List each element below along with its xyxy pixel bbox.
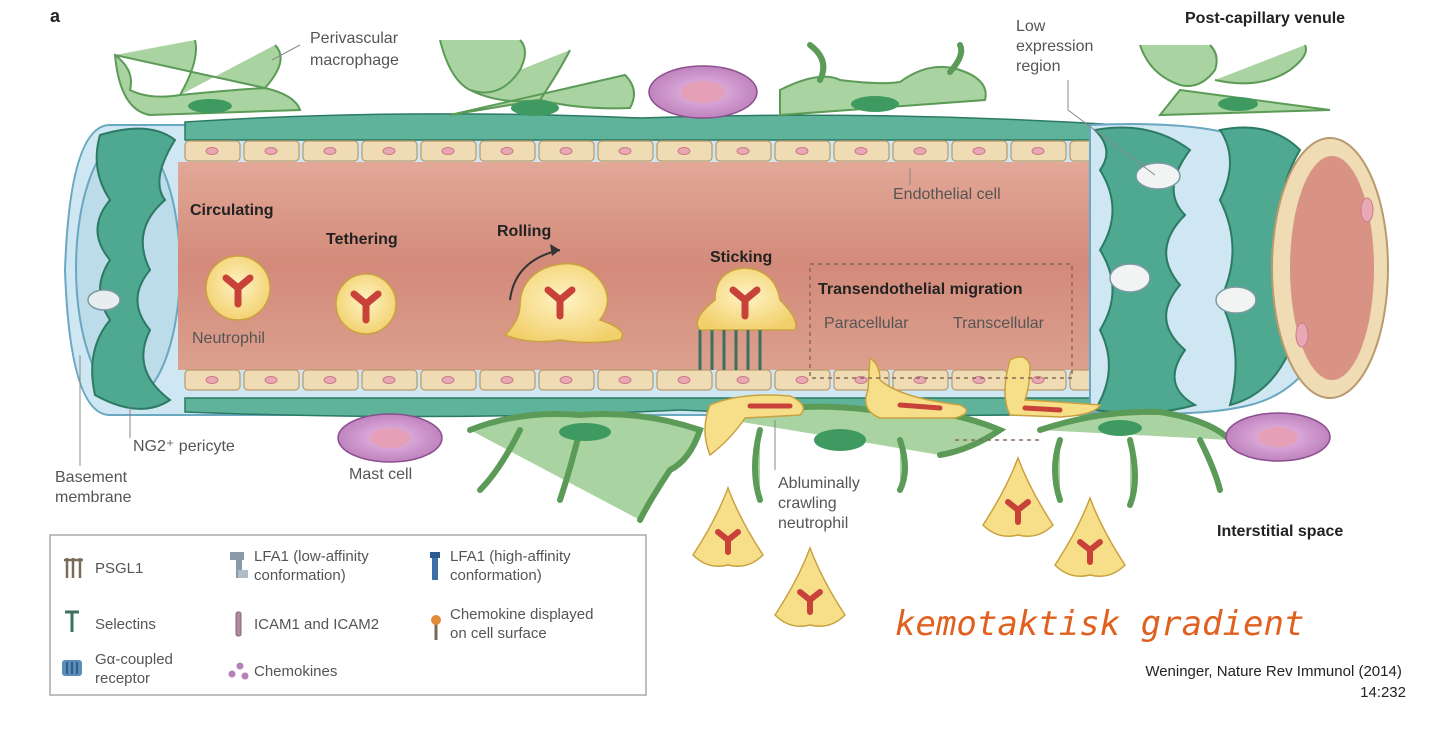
endothelial-nucleus — [559, 376, 573, 384]
interstitial-neutrophil — [692, 485, 764, 567]
endothelial-nucleus — [677, 147, 691, 155]
endothelial-nucleus — [264, 376, 278, 384]
legend-g-alpha-receptor: Gα-coupled receptor — [95, 651, 177, 687]
legend-icam: ICAM1 and ICAM2 — [254, 616, 379, 633]
selectins-icon — [65, 610, 79, 632]
neutrophil-sticking — [696, 267, 797, 370]
legend-psgl1: PSGL1 — [95, 560, 143, 577]
mast-cell-bottom — [337, 413, 443, 463]
endothelial-nucleus — [559, 147, 573, 155]
neutrophil-transcellular — [1004, 356, 1102, 418]
label-rolling: Rolling — [497, 223, 551, 240]
endothelial-nucleus — [441, 147, 455, 155]
endothelial-nucleus — [736, 376, 750, 384]
endothelial-nucleus — [500, 147, 514, 155]
endothelial-nucleus — [618, 147, 632, 155]
endothelial-nucleus — [205, 376, 219, 384]
endothelial-nucleus — [854, 147, 868, 155]
endothelial-nucleus — [323, 147, 337, 155]
neutrophil-circulating — [205, 255, 271, 321]
neutrophil-nucleus — [797, 589, 823, 615]
interstitial-neutrophil — [774, 545, 846, 627]
endothelial-nucleus — [1031, 147, 1045, 155]
label-paracellular: Paracellular — [824, 315, 909, 332]
legend-lfa1-high: LFA1 (high-affinity conformation) — [450, 548, 575, 584]
label-low-expression-region: Low expression region — [1016, 18, 1098, 75]
left-pericyte — [91, 127, 177, 410]
lfa1-low-affinity-icon — [230, 552, 248, 578]
neutrophil-nucleus — [1005, 499, 1031, 525]
transendothelial-migration-box — [809, 263, 1073, 379]
label-circulating: Circulating — [190, 202, 274, 219]
panel-letter: a — [50, 6, 61, 26]
mast-cell-right — [1225, 412, 1331, 462]
endothelial-nucleus — [913, 147, 927, 155]
neutrophil-nucleus — [715, 529, 741, 555]
legend-lfa1-low: LFA1 (low-affinity conformation) — [254, 548, 373, 584]
label-abluminally-crawling-neutrophil: Abluminally crawling neutrophil — [778, 475, 864, 532]
chemokine-surface-icon — [431, 615, 441, 640]
neutrophil-paracellular — [865, 356, 968, 419]
interstitial-neutrophil — [982, 455, 1054, 537]
callout-labels: Perivascular macrophage Low expression r… — [55, 10, 1345, 540]
legend-chemokine-surface: Chemokine displayed on cell surface — [450, 606, 598, 642]
endothelial-nucleus — [205, 147, 219, 155]
endothelial-nucleus — [264, 147, 278, 155]
label-basement-membrane: Basement membrane — [55, 469, 132, 506]
endothelial-nucleus — [1031, 376, 1045, 384]
label-transendothelial-migration: Transendothelial migration — [818, 281, 1022, 298]
endothelial-nucleus — [795, 147, 809, 155]
endothelial-nucleus — [323, 376, 337, 384]
icam-icon — [235, 611, 242, 637]
interstitial-neutrophil — [1054, 495, 1126, 577]
label-endothelial-cell: Endothelial cell — [893, 186, 1001, 203]
endothelial-nucleus — [382, 376, 396, 384]
perivascular-macrophages — [113, 39, 1331, 117]
legend-selectins: Selectins — [95, 616, 156, 633]
endothelial-nucleus — [736, 147, 750, 155]
g-alpha-receptor-icon — [62, 660, 82, 676]
neutrophil-abluminal — [704, 394, 805, 457]
venule — [63, 113, 1389, 418]
legend: PSGL1 Selectins Gα-coupled receptor LFA1… — [49, 534, 647, 696]
neutrophil-tethering — [335, 273, 397, 335]
label-mast-cell: Mast cell — [349, 466, 412, 483]
label-transcellular: Transcellular — [953, 315, 1045, 332]
endothelial-nucleus — [618, 376, 632, 384]
endothelial-nucleus — [795, 376, 809, 384]
stage-labels: Circulating Tethering Rolling Sticking T… — [190, 202, 1045, 332]
endothelial-nucleus — [972, 147, 986, 155]
endothelial-nucleus — [500, 376, 514, 384]
label-interstitial-space: Interstitial space — [1217, 523, 1343, 540]
label-sticking: Sticking — [710, 249, 772, 266]
psgl1-icon — [64, 558, 83, 578]
chemokines-icon — [228, 662, 249, 680]
label-neutrophil: Neutrophil — [192, 330, 265, 347]
mast-cell-top — [648, 65, 758, 119]
endothelium-bottom — [184, 369, 1126, 391]
endothelial-nucleus — [677, 376, 691, 384]
bottom-macrophages — [467, 403, 1233, 523]
endothelial-nucleus — [382, 147, 396, 155]
citation: Weninger, Nature Rev Immunol (2014) 14:2… — [1145, 663, 1406, 701]
interstitial-neutrophils — [692, 455, 1126, 627]
endothelial-nucleus — [441, 376, 455, 384]
lfa1-high-affinity-icon — [430, 552, 440, 580]
label-tethering: Tethering — [326, 231, 398, 248]
label-post-capillary-venule: Post-capillary venule — [1185, 10, 1345, 27]
handwritten-note: kemotaktisk gradient — [895, 604, 1304, 644]
label-ng2-pericyte: NG2⁺ pericyte — [133, 438, 235, 455]
label-perivascular-macrophage: Perivascular macrophage — [310, 30, 402, 69]
neutrophil-nucleus — [1077, 539, 1103, 565]
legend-chemokines: Chemokines — [254, 663, 337, 680]
neutrophil-rolling — [503, 244, 624, 344]
